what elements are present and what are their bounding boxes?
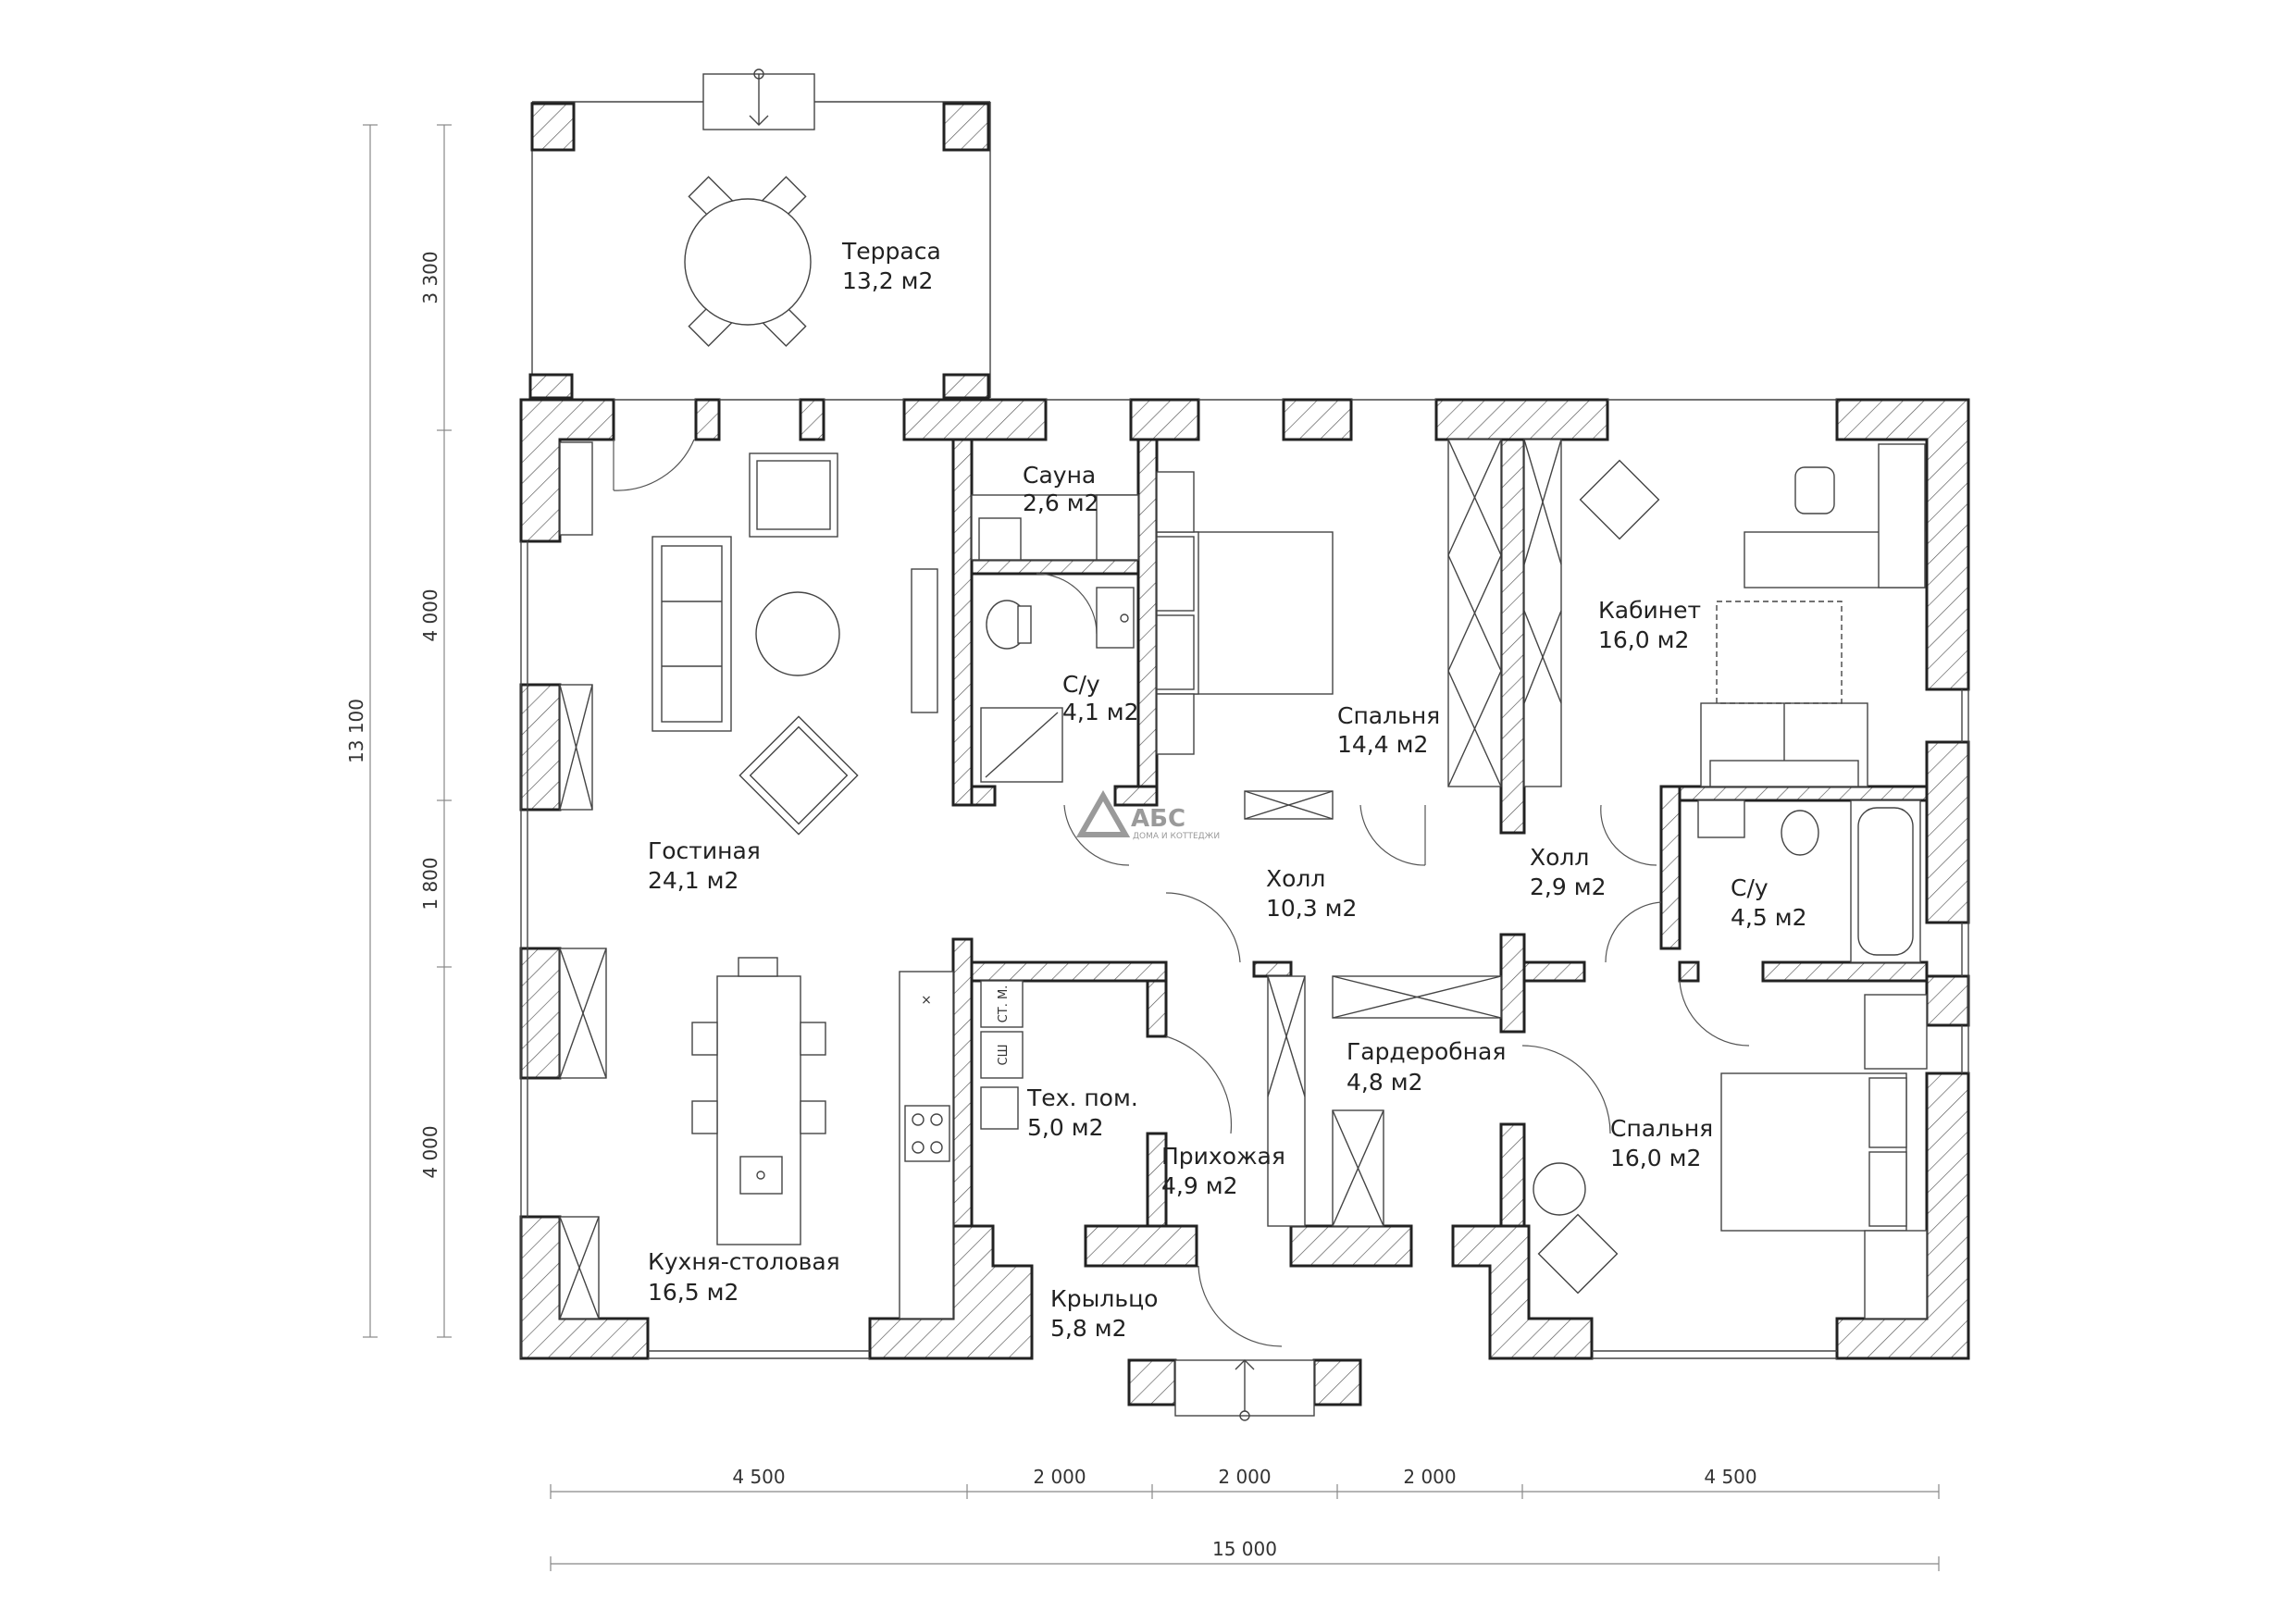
room-area-porch: 5,8 м2: [1050, 1315, 1126, 1342]
office-furniture: [1523, 439, 1926, 787]
dining-table-round: [684, 176, 812, 347]
room-name-bedroom2: Спальня: [1610, 1115, 1713, 1142]
dim-vertical-1: 3 300: [419, 251, 441, 304]
dim-vertical-total: 13 100: [345, 699, 367, 763]
terrace-post: [942, 373, 990, 400]
doors: [613, 439, 1750, 1347]
washing-machine: [980, 980, 1024, 1028]
exterior-windows: [520, 399, 1969, 1359]
bedroom2-furniture: [1533, 994, 1928, 1319]
room-area-kitchen: 16,5 м2: [648, 1279, 738, 1306]
svg-text:×: ×: [921, 993, 932, 1008]
room-name-porch: Крыльцо: [1050, 1285, 1158, 1312]
room-area-hall1: 10,3 м2: [1266, 895, 1357, 922]
room-name-kitchen: Кухня-столовая: [648, 1248, 840, 1275]
dim-vertical-4: 4 000: [419, 1125, 441, 1178]
dryer: [980, 1031, 1024, 1079]
toilet: [1781, 810, 1819, 856]
armchair: [1537, 1213, 1619, 1295]
interior-walls: [951, 438, 1929, 1228]
dim-horizontal-1: 4 500: [732, 1466, 785, 1488]
dim-vertical-3: 1 800: [419, 857, 441, 910]
room-name-hall2: Холл: [1530, 844, 1589, 871]
room-area-office: 16,0 м2: [1598, 626, 1689, 653]
room-area-bath1: 4,1 м2: [1062, 699, 1138, 725]
room-area-living: 24,1 м2: [648, 867, 738, 894]
washbasin: [1697, 799, 1745, 838]
room-area-sauna: 2,6 м2: [1023, 489, 1098, 516]
terrace-post: [528, 373, 574, 400]
washer-label: СТ. М.: [997, 985, 1011, 1023]
room-name-sauna: Сауна: [1023, 462, 1096, 489]
room-area-terrace: 13,2 м2: [842, 267, 933, 294]
kitchen-island: [716, 975, 801, 1245]
dim-horizontal-2: 2 000: [1033, 1466, 1086, 1488]
tech-room-fixtures: СТ. М. СШ: [980, 980, 1024, 1130]
room-name-bath1: С/у: [1062, 671, 1100, 698]
dim-horizontal-total: 15 000: [1212, 1538, 1277, 1560]
terrace-post: [530, 102, 576, 152]
side-table: [1533, 1162, 1586, 1216]
room-name-living: Гостиная: [648, 837, 761, 864]
sauna-bath-fixtures: [971, 494, 1139, 783]
shelving: [1523, 439, 1562, 787]
room-name-tech: Тех. пом.: [1026, 1084, 1138, 1111]
room-name-bedroom1: Спальня: [1337, 702, 1440, 729]
abs-logo: АБС ДОМА И КОТТЕДЖИ: [1075, 789, 1220, 841]
room-area-wardrobe: 4,8 м2: [1347, 1069, 1422, 1096]
room-name-entry: Прихожая: [1161, 1143, 1285, 1170]
living-room-furniture: [559, 441, 938, 836]
dim-horizontal-4: 2 000: [1403, 1466, 1456, 1488]
logo-brand: АБС: [1131, 805, 1185, 833]
room-name-hall1: Холл: [1266, 865, 1325, 892]
sink: [739, 1156, 783, 1195]
room-labels: Терраса 13,2 м2 Сауна 2,6 м2 С/у 4,1 м2 …: [648, 238, 1806, 1342]
room-area-tech: 5,0 м2: [1027, 1114, 1103, 1141]
room-area-entry: 4,9 м2: [1161, 1172, 1237, 1199]
room-name-terrace: Терраса: [841, 238, 941, 265]
bedroom1-furniture: [1156, 439, 1502, 820]
room-area-bedroom2: 16,0 м2: [1610, 1145, 1701, 1171]
room-area-bath2: 4,5 м2: [1731, 904, 1806, 931]
dim-vertical-2: 4 000: [419, 588, 441, 641]
room-area-bedroom1: 14,4 м2: [1337, 731, 1428, 758]
terrace: [528, 68, 991, 400]
room-name-wardrobe: Гардеробная: [1347, 1038, 1506, 1065]
room-name-bath2: С/у: [1731, 874, 1769, 901]
cooktop: [904, 1105, 950, 1162]
armchair: [1579, 459, 1660, 540]
bath2-fixtures: [1697, 799, 1921, 963]
room-area-hall2: 2,9 м2: [1530, 873, 1606, 900]
dimension-lines: [363, 124, 1940, 1571]
dryer-label: СШ: [997, 1045, 1011, 1066]
terrace-post: [942, 102, 990, 152]
tv-stand: [911, 568, 938, 713]
logo-triangle-icon: [1075, 789, 1131, 837]
office-chair: [1794, 466, 1835, 514]
room-name-office: Кабинет: [1598, 597, 1701, 624]
dim-horizontal-5: 4 500: [1704, 1466, 1756, 1488]
wardrobe-furniture: [1267, 975, 1502, 1227]
dim-horizontal-3: 2 000: [1218, 1466, 1271, 1488]
coffee-table: [755, 591, 840, 676]
exterior-walls: [519, 398, 1970, 1421]
logo-tagline: ДОМА И КОТТЕДЖИ: [1133, 832, 1220, 841]
kitchen-furniture: ×: [559, 948, 954, 1319]
